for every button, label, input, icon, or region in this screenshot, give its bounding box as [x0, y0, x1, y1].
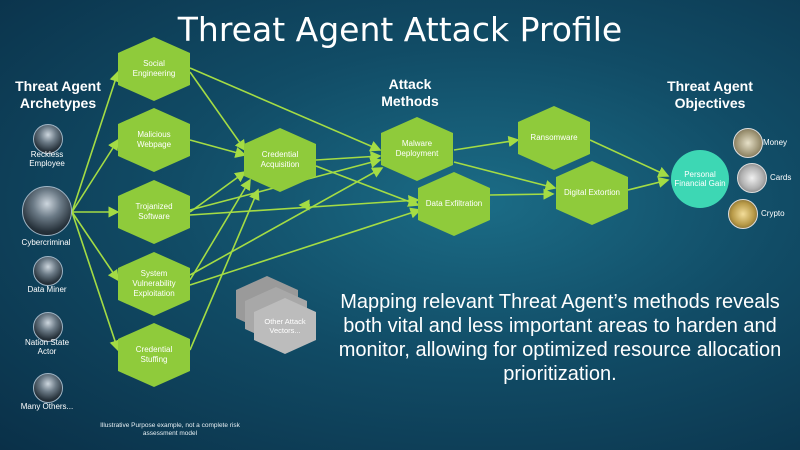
- footnote: Illustrative Purpose example, not a comp…: [100, 422, 240, 437]
- cards-icon: [737, 163, 767, 193]
- statement-text: Mapping relevant Threat Agent’s methods …: [338, 291, 782, 385]
- archetypes-heading: Threat Agent Archetypes: [15, 78, 101, 111]
- archetype-label-nation-state: Nation State Actor: [24, 338, 70, 356]
- archetype-label-reckless-employee: Reckless Employee: [29, 150, 65, 168]
- hex-trojanized-software[interactable]: Trojanized Software: [118, 180, 190, 244]
- archetype-label-data-miner: Data Miner: [27, 285, 67, 294]
- data-miner-avatar: [33, 256, 63, 286]
- gain-label-money: Money: [763, 138, 788, 147]
- reckless-employee-avatar: [33, 124, 63, 154]
- goal-personal-financial-gain[interactable]: Personal Financial Gain: [671, 150, 729, 208]
- hex-data-exfiltration[interactable]: Data Exfiltration: [418, 172, 490, 236]
- nation-state-avatar: [33, 312, 63, 342]
- cybercriminal-avatar: [22, 186, 72, 236]
- methods-heading: Attack Methods: [381, 76, 439, 109]
- other-vectors-hex[interactable]: Other Attack Vectors...: [254, 298, 316, 354]
- crypto-icon: [728, 199, 758, 229]
- archetype-label-cybercriminal: Cybercriminal: [21, 238, 71, 247]
- archetype-label-many-others: Many Others...: [20, 402, 74, 411]
- hex-credential-acquisition[interactable]: Credential Acquisition: [244, 128, 316, 192]
- gain-label-crypto: Crypto: [761, 209, 785, 218]
- gain-label-cards: Cards: [770, 173, 792, 182]
- money-icon: [733, 128, 763, 158]
- objectives-heading: Threat Agent Objectives: [667, 78, 753, 111]
- many-others-avatar: [33, 373, 63, 403]
- page-title: Threat Agent Attack Profile: [177, 10, 623, 49]
- hex-digital-extortion[interactable]: Digital Extortion: [556, 161, 628, 225]
